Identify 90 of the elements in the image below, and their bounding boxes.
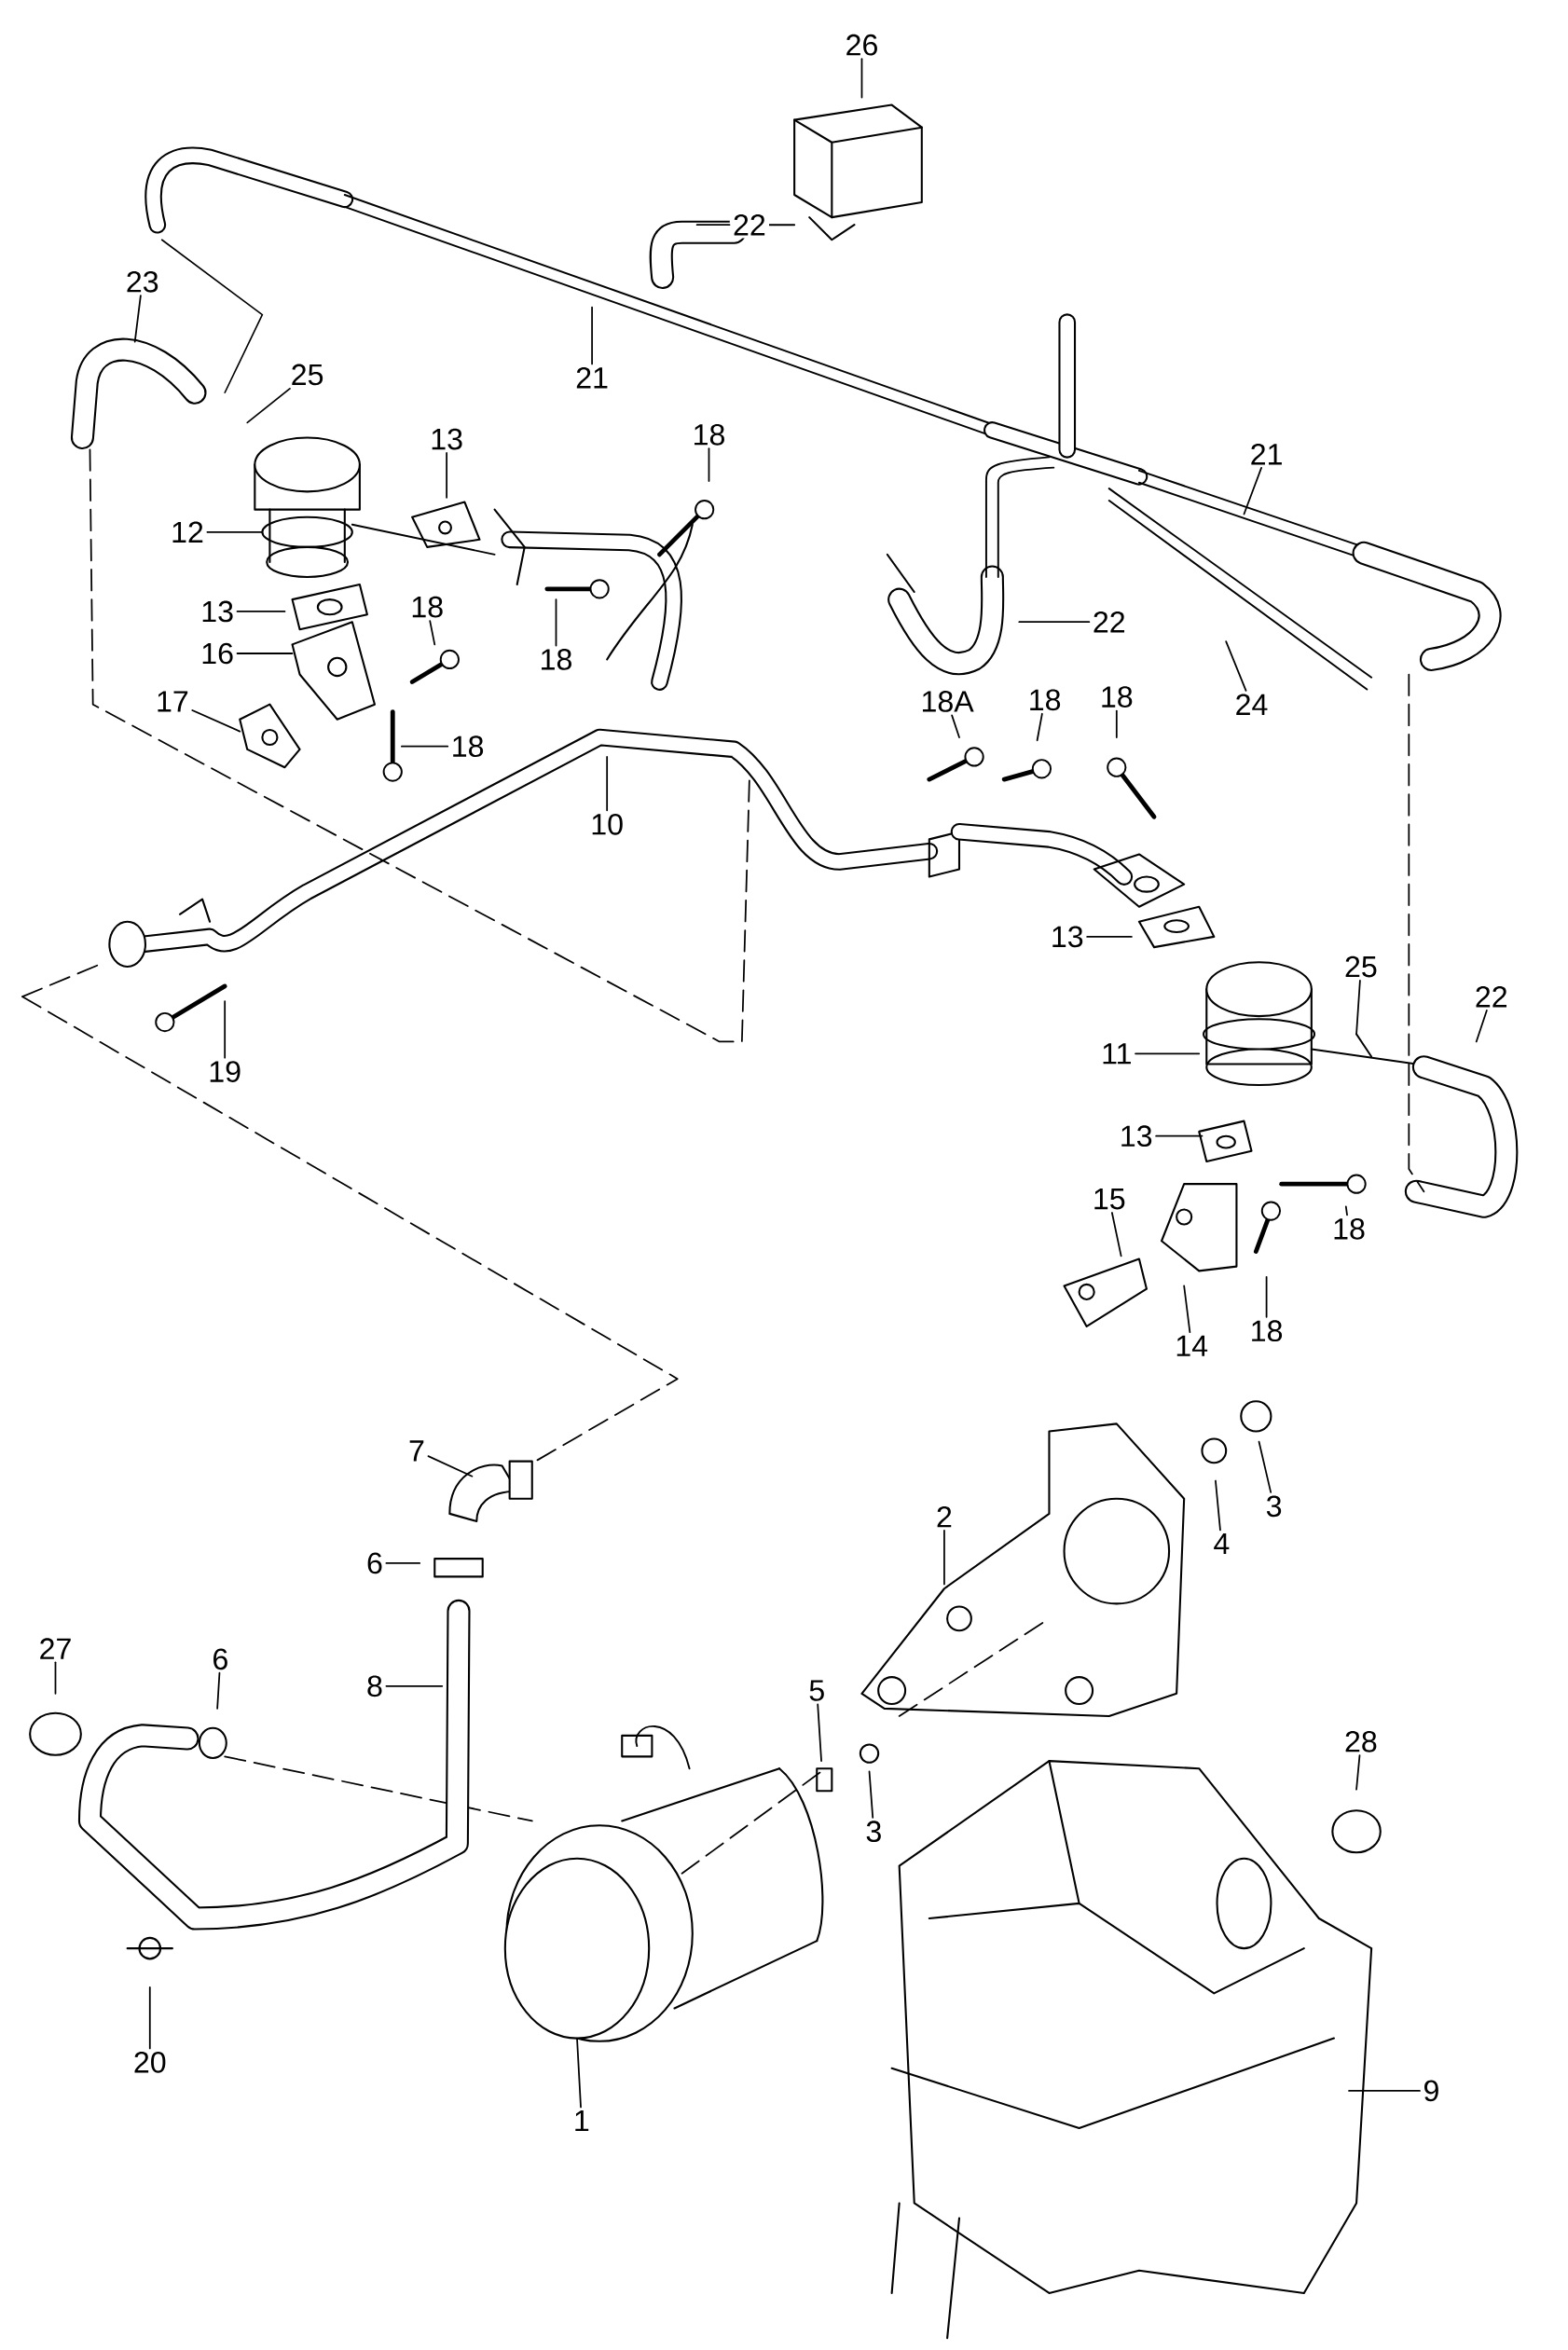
callout-number: 26 <box>842 31 882 59</box>
leader-line <box>1355 1754 1361 1791</box>
callout-number: 12 <box>168 518 208 546</box>
leader-line <box>401 745 449 748</box>
callout-number: 18 <box>1246 1317 1286 1345</box>
callout-number: 11 <box>1098 1040 1135 1067</box>
callout-number: 4 <box>1210 1530 1233 1558</box>
callout-number: 18 <box>1329 1215 1369 1243</box>
leader-line <box>943 1529 945 1586</box>
callout-number: 17 <box>152 688 193 715</box>
leader-line <box>1116 709 1118 738</box>
callout-number: 24 <box>1231 691 1272 719</box>
leader-line <box>591 306 594 365</box>
callout-number: 18 <box>1025 686 1065 714</box>
leader-line <box>555 598 557 647</box>
callout-number: 25 <box>1341 953 1382 981</box>
leader-line <box>149 1986 151 2050</box>
callout-number: 21 <box>572 364 612 392</box>
leader-line <box>606 756 609 812</box>
callout-number: 9 <box>1420 2077 1443 2105</box>
callout-number: 15 <box>1089 1185 1129 1213</box>
leader-line <box>1135 1052 1201 1055</box>
leader-line <box>576 2037 583 2109</box>
leader-line <box>1155 1134 1204 1137</box>
callout-number: 22 <box>1471 983 1511 1010</box>
callout-number: 22 <box>1089 608 1129 636</box>
leader-line <box>817 1703 823 1763</box>
leader-line <box>246 388 291 424</box>
leader-line <box>1225 640 1247 692</box>
callout-number: 10 <box>587 810 627 838</box>
leader-line <box>191 709 241 733</box>
callout-number: 19 <box>205 1058 245 1086</box>
callout-number: 3 <box>862 1818 886 1846</box>
leader-line <box>1111 1212 1122 1257</box>
leader-line <box>427 1455 474 1477</box>
callout-number: 3 <box>1262 1492 1286 1520</box>
leader-line <box>1265 1275 1268 1318</box>
callout-number: 27 <box>35 1635 76 1662</box>
leader-line <box>708 447 710 482</box>
leader-line <box>385 1562 421 1564</box>
callout-number: 18 <box>689 420 729 448</box>
callout-number: 2 <box>932 1503 956 1531</box>
leader-line <box>860 58 863 99</box>
leader-line <box>236 611 286 612</box>
leader-line <box>236 653 294 654</box>
callout-number: 13 <box>1116 1122 1156 1150</box>
callout-number: 25 <box>287 361 327 389</box>
callout-number: 23 <box>122 268 162 295</box>
leader-line <box>385 1684 444 1687</box>
leader-line <box>1355 980 1361 1036</box>
callout-number: 20 <box>130 2048 170 2076</box>
callout-number: 21 <box>1246 440 1286 468</box>
leader-line <box>429 620 436 646</box>
leader-line <box>1018 621 1091 624</box>
leader-line <box>54 1661 57 1695</box>
callout-number: 8 <box>363 1672 387 1700</box>
leader-line <box>695 224 731 227</box>
callout-number: 13 <box>1047 923 1087 951</box>
leader-line <box>133 295 142 343</box>
callout-number: 18A <box>917 687 978 716</box>
callout-number: 16 <box>198 639 238 667</box>
leader-line <box>951 714 960 738</box>
callout-number: 6 <box>209 1645 232 1673</box>
callout-number: 18 <box>447 733 488 761</box>
leader-line <box>1243 467 1263 515</box>
leader-line <box>1348 2090 1421 2092</box>
callout-number: 7 <box>405 1437 429 1464</box>
leader-line <box>1036 712 1043 742</box>
callout-number: 5 <box>805 1677 829 1705</box>
callout-number: 22 <box>729 211 770 239</box>
callout-number: 14 <box>1172 1332 1212 1360</box>
leader-line <box>206 530 264 533</box>
callout-number: 18 <box>1096 683 1137 711</box>
callout-number: 6 <box>363 1549 387 1577</box>
leader-line <box>1215 1479 1221 1532</box>
leader-line <box>868 1770 874 1819</box>
callout-number: 13 <box>427 425 467 453</box>
callout-number: 18 <box>536 645 576 674</box>
leader-line <box>446 452 448 499</box>
callout-number: 18 <box>407 593 447 621</box>
leader-line <box>1258 1440 1272 1493</box>
leader-line <box>216 1671 221 1710</box>
callout-number: 1 <box>570 2107 594 2135</box>
leader-line <box>1183 1285 1191 1334</box>
leader-line <box>1345 1205 1349 1216</box>
callout-number: 28 <box>1341 1727 1382 1755</box>
leader-line <box>224 1000 227 1059</box>
leader-line <box>1475 1010 1488 1043</box>
callout-number: 13 <box>198 598 238 625</box>
leader-line <box>1086 936 1133 938</box>
